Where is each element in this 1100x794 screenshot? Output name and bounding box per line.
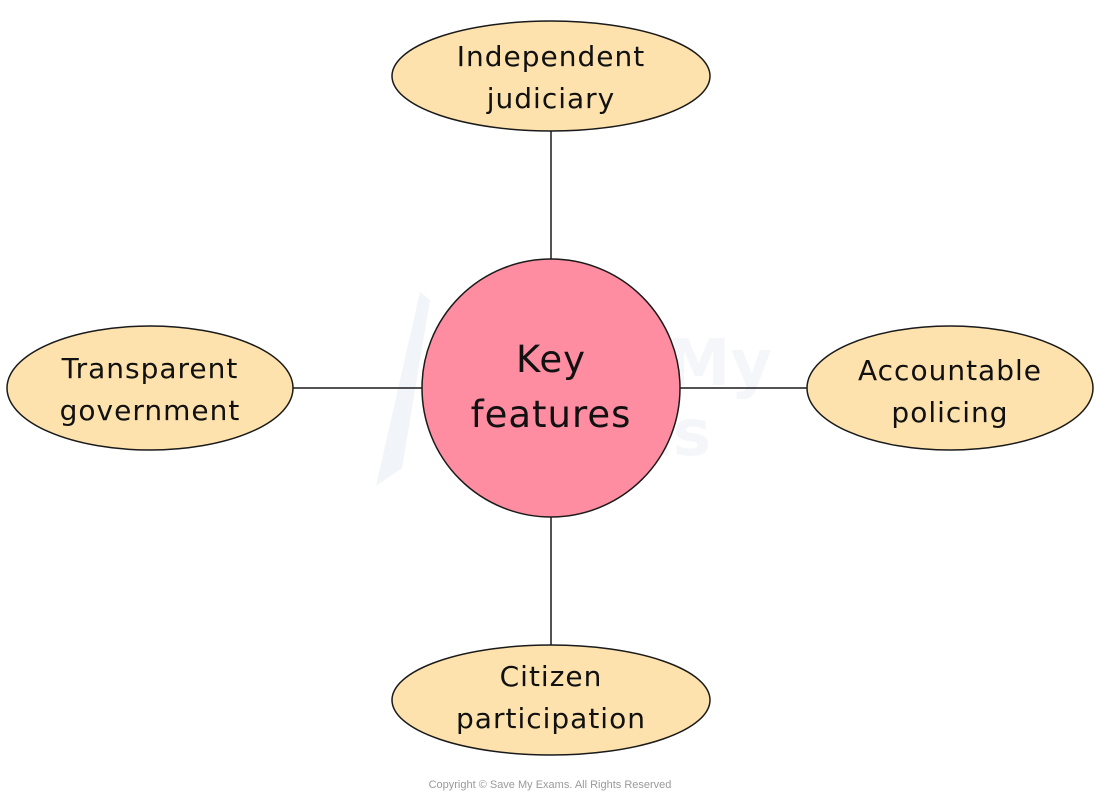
center-label-line-1: Key	[516, 338, 586, 381]
node-left: Transparent government	[6, 325, 294, 451]
node-top-ellipse	[391, 20, 711, 132]
center-node: Key features	[421, 258, 681, 518]
node-right-ellipse	[806, 325, 1094, 451]
node-left-ellipse	[6, 325, 294, 451]
node-bottom-label-line-1: Citizen	[500, 660, 603, 693]
node-top: Independent judiciary	[391, 20, 711, 132]
watermark-logo-icon	[376, 292, 430, 486]
node-top-label-line-2: judiciary	[486, 82, 616, 115]
center-circle	[421, 258, 681, 518]
node-right-label-line-2: policing	[891, 396, 1008, 429]
node-left-label-line-2: government	[60, 394, 241, 427]
node-left-label-line-1: Transparent	[61, 352, 239, 385]
node-bottom-ellipse	[391, 644, 711, 756]
copyright-text: Copyright © Save My Exams. All Rights Re…	[429, 779, 672, 791]
node-bottom: Citizen participation	[391, 644, 711, 756]
node-top-label-line-1: Independent	[457, 40, 645, 73]
node-bottom-label-line-2: participation	[456, 702, 646, 735]
node-right: Accountable policing	[806, 325, 1094, 451]
center-label-line-2: features	[471, 393, 632, 436]
node-right-label-line-1: Accountable	[858, 354, 1042, 387]
